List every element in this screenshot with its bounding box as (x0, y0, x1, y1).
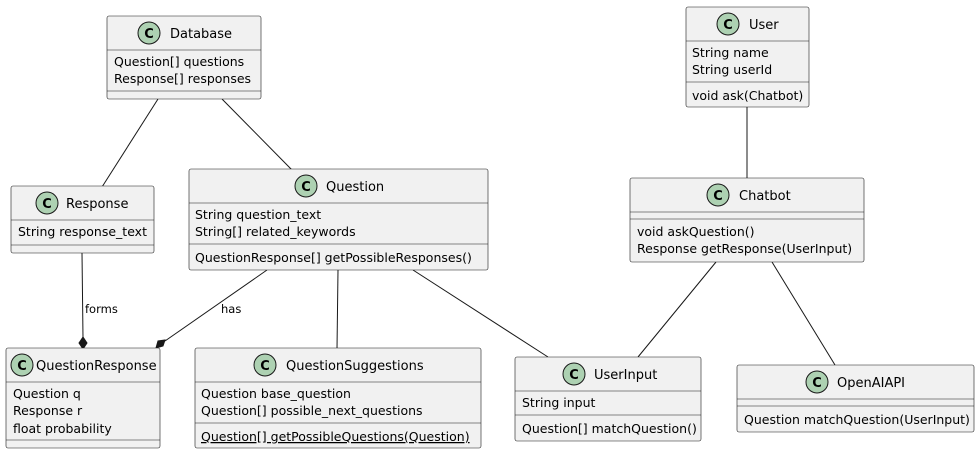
field: Response r (13, 403, 83, 418)
edge-label-forms: forms (85, 302, 118, 316)
edge-database-response (101, 98, 159, 188)
edge-chatbot-userinput (637, 261, 717, 358)
edge-response-questionresponse (81, 252, 84, 339)
class-user[interactable]: C User String name String userId void as… (685, 6, 810, 108)
class-icon (706, 183, 730, 207)
method: void askQuestion() (637, 224, 755, 239)
class-icon-glyph: C (812, 376, 822, 391)
static-method: Question[] getPossibleQuestions(Question… (201, 429, 470, 444)
class-icon (35, 191, 59, 215)
class-icon (805, 370, 829, 394)
edge-question-questionresponse (164, 269, 268, 342)
class-icon (137, 21, 161, 45)
class-name: Chatbot (739, 189, 791, 204)
field: Question base_question (201, 386, 351, 401)
field: String input (522, 395, 596, 410)
method: void ask(Chatbot) (692, 88, 803, 103)
field: Response[] responses (114, 71, 251, 86)
field: String question_text (195, 207, 321, 222)
class-questionresponse[interactable]: C QuestionResponse Question q Response r… (5, 347, 161, 449)
class-icon-glyph: C (17, 359, 27, 374)
class-name: User (749, 18, 779, 33)
class-name: Response (66, 197, 128, 212)
method: Question[] matchQuestion() (522, 421, 697, 436)
class-icon-glyph: C (301, 180, 311, 195)
composition-diamond-has (155, 339, 166, 349)
class-openaiapi[interactable]: C OpenAIAPI Question matchQuestion(UserI… (736, 364, 975, 433)
field: Question[] possible_next_questions (201, 403, 423, 418)
class-icon (253, 353, 277, 377)
composition-diamond-forms (78, 336, 88, 350)
field: String name (692, 45, 769, 60)
field: String[] related_keywords (195, 224, 356, 239)
edge-question-questionsuggestions (336, 269, 339, 350)
edges: forms has (78, 98, 836, 366)
class-database[interactable]: C Database Question[] questions Response… (106, 15, 262, 100)
field: float probability (13, 421, 112, 436)
edge-chatbot-openaiapi (771, 261, 836, 366)
class-icon-glyph: C (723, 18, 733, 33)
edge-database-question (221, 98, 293, 171)
class-name: Question (326, 180, 384, 195)
class-name: OpenAIAPI (837, 376, 905, 391)
class-question[interactable]: C Question String question_text String[]… (188, 168, 489, 271)
class-name: QuestionSuggestions (286, 359, 424, 374)
field: Question q (13, 386, 81, 401)
class-userinput[interactable]: C UserInput String input Question[] matc… (514, 356, 702, 442)
class-icon-glyph: C (260, 359, 270, 374)
field: String userId (692, 62, 772, 77)
class-icon (10, 353, 34, 377)
class-name: QuestionResponse (36, 359, 157, 374)
class-icon-glyph: C (569, 368, 579, 383)
class-icon-glyph: C (713, 189, 723, 204)
class-icon (716, 12, 740, 36)
method: Question matchQuestion(UserInput) (744, 412, 970, 427)
method: Response getResponse(UserInput) (637, 241, 852, 256)
class-icon (562, 362, 586, 386)
class-icon-glyph: C (144, 27, 154, 42)
field: String response_text (18, 224, 147, 239)
class-icon-glyph: C (42, 197, 52, 212)
class-name: Database (170, 27, 232, 42)
class-response[interactable]: C Response String response_text (10, 185, 155, 254)
class-chatbot[interactable]: C Chatbot void askQuestion() Response ge… (629, 177, 865, 263)
edge-label-has: has (221, 302, 241, 316)
class-icon (294, 174, 318, 198)
class-questionsuggestions[interactable]: C QuestionSuggestions Question base_ques… (194, 347, 482, 449)
edge-question-userinput (412, 269, 549, 358)
method: QuestionResponse[] getPossibleResponses(… (195, 250, 472, 265)
field: Question[] questions (114, 54, 244, 69)
class-name: UserInput (594, 368, 657, 383)
